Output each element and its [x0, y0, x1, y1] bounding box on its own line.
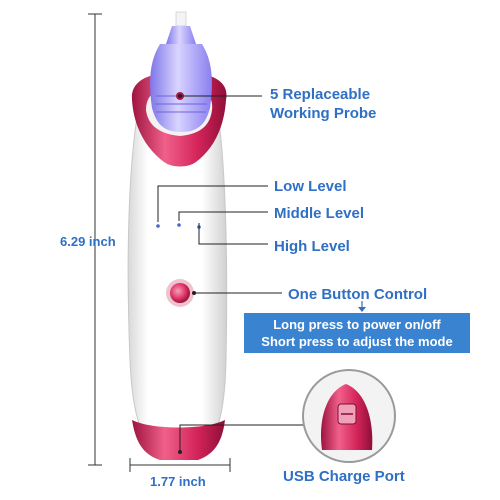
note-line1: Long press to power on/off — [273, 317, 441, 332]
high-level-label: High Level — [274, 238, 350, 255]
usb-port-icon — [302, 369, 396, 463]
height-dimension — [88, 13, 102, 466]
width-dimension — [129, 458, 231, 472]
probe-label-line2: Working Probe — [270, 105, 377, 122]
middle-level-label: Middle Level — [274, 205, 365, 222]
middle-level-dot — [177, 223, 181, 227]
button-label: One Button Control — [288, 286, 428, 303]
width-label: 1.77 inch — [150, 474, 206, 489]
low-level-dot — [156, 224, 160, 228]
usb-label: USB Charge Port — [283, 468, 405, 485]
power-button-icon[interactable] — [166, 279, 194, 307]
note-line2: Short press to adjust the mode — [261, 334, 453, 349]
probe-icon — [150, 11, 212, 132]
arrow-down-icon — [358, 301, 366, 312]
probe-label-line1: 5 Replaceable — [270, 86, 371, 103]
button-instructions-note: Long press to power on/off Short press t… — [244, 313, 470, 353]
height-label: 6.29 inch — [60, 234, 116, 249]
low-level-label: Low Level — [274, 178, 347, 195]
callout-lines — [157, 95, 305, 452]
